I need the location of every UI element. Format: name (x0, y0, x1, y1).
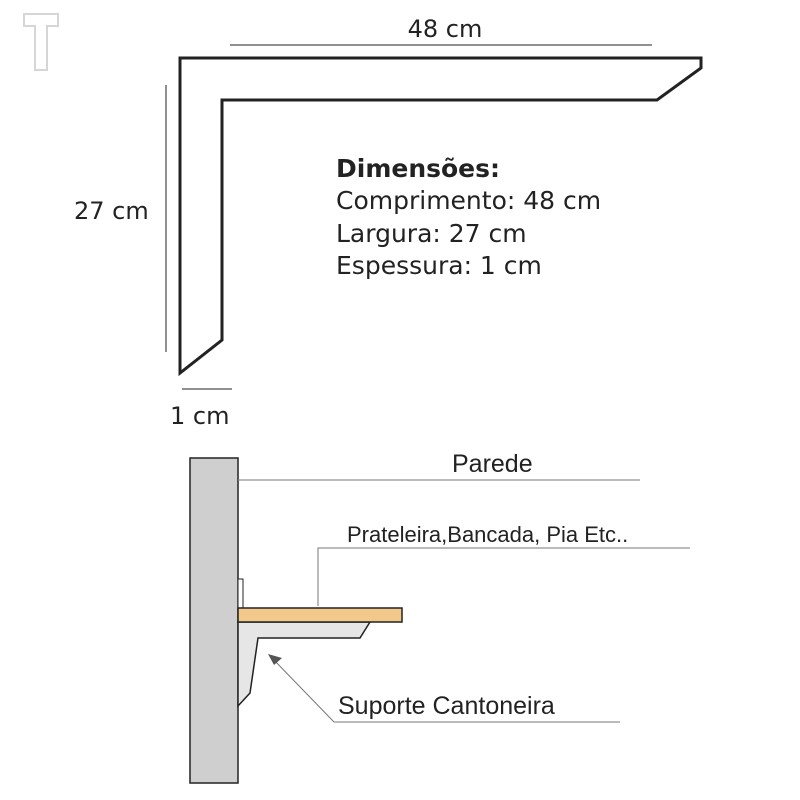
specs-line-width: Largura: 27 cm (336, 219, 527, 248)
wall (189, 457, 239, 784)
bracket-leader-line (271, 657, 620, 723)
shelf-leader-line (317, 547, 690, 606)
specs-line-length: Comprimento: 48 cm (336, 186, 601, 215)
specs-line-thickness: Espessura: 1 cm (336, 251, 542, 280)
width-label: 27 cm (74, 197, 149, 225)
shelf-label: Prateleira,Bancada, Pia Etc.. (347, 522, 628, 547)
t-outline-icon (23, 13, 59, 71)
thickness-label: 1 cm (170, 402, 229, 430)
specs-heading: Dimensões: (336, 154, 500, 183)
wall-label: Parede (452, 450, 533, 478)
bracket-profile (178, 56, 703, 377)
bracket-label: Suporte Cantoneira (338, 692, 555, 720)
length-label: 48 cm (408, 15, 483, 43)
fixing-plate (237, 578, 244, 610)
shelf (237, 607, 403, 623)
bracket-leader-arrow (268, 654, 282, 665)
